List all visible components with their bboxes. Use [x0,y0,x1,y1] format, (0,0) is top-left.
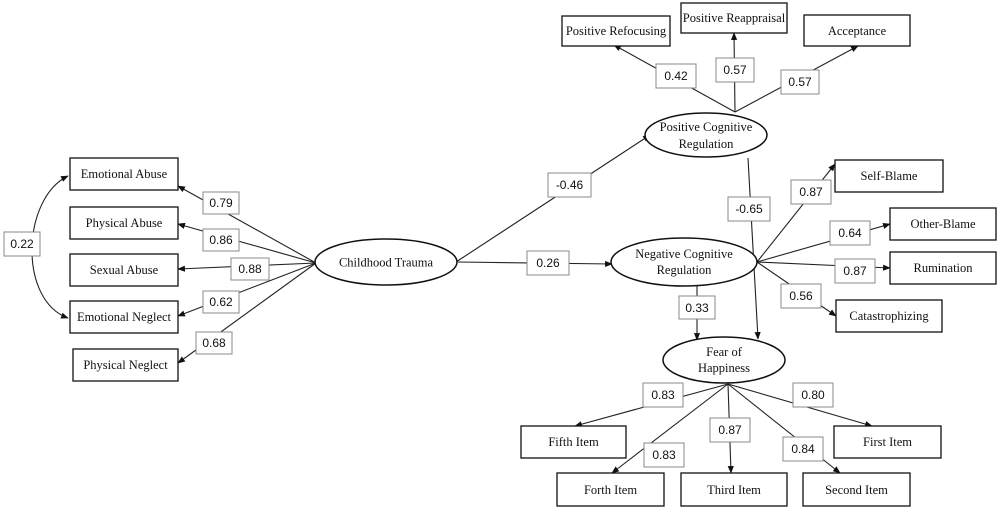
indicator-sexual-abuse-label: Sexual Abuse [90,263,159,277]
indicator-acceptance: Acceptance [803,14,911,47]
coef-first-item: 0.80 [792,382,834,408]
indicator-positive-reappraisal-label: Positive Reappraisal [683,11,786,25]
coef-positive-reappraisal: 0.57 [715,57,755,83]
coef-forth-item: 0.83 [643,442,685,468]
latent-negative-regulation-line2: Regulation [657,263,713,277]
path-positive-fear [747,157,761,340]
coef-acceptance-value: 0.57 [788,75,812,89]
coef-third-item-value: 0.87 [718,423,742,437]
coef-second-item-value: 0.84 [791,442,815,456]
coef-emotional-abuse: 0.79 [202,191,240,215]
indicator-first-item: First Item [833,425,942,459]
indicator-physical-neglect-label: Physical Neglect [83,358,168,372]
path-trauma-emotional-neglect [177,262,317,317]
indicator-positive-refocusing-label: Positive Refocusing [566,24,667,38]
indicator-emotional-neglect-label: Emotional Neglect [77,310,172,324]
indicator-second-item-label: Second Item [825,483,888,497]
indicator-positive-reappraisal: Positive Reappraisal [680,2,788,34]
coef-forth-item-value: 0.83 [652,448,676,462]
coef-catastrophizing-value: 0.56 [789,289,813,303]
indicator-rumination-label: Rumination [913,261,973,275]
coef-positive-fear-value: -0.65 [735,202,763,216]
coef-sexual-abuse: 0.88 [230,257,270,281]
indicator-third-item: Third Item [680,472,788,507]
latent-childhood-trauma-label: Childhood Trauma [339,256,434,270]
latent-positive-cognitive-regulation: Positive Cognitive Regulation [644,112,768,158]
paths [31,32,891,474]
coef-sexual-abuse-value: 0.88 [238,262,262,276]
coef-trauma-positive-value: -0.46 [556,178,584,192]
indicator-emotional-abuse: Emotional Abuse [69,157,179,191]
indicator-forth-item: Forth Item [556,472,665,507]
coef-fifth-item: 0.83 [642,382,684,408]
coef-emotional-neglect-value: 0.62 [209,295,233,309]
indicator-fifth-item-label: Fifth Item [548,435,599,449]
latent-fear-of-happiness: Fear of Happiness [662,336,786,384]
coef-positive-refocusing-value: 0.42 [664,69,688,83]
coef-trauma-negative-value: 0.26 [536,256,560,270]
indicator-third-item-label: Third Item [707,483,761,497]
coef-positive-reappraisal-value: 0.57 [723,63,747,77]
coef-catastrophizing: 0.56 [780,283,822,309]
indicator-physical-abuse-label: Physical Abuse [86,216,163,230]
indicator-self-blame-label: Self-Blame [861,169,918,183]
indicator-first-item-label: First Item [863,435,912,449]
coef-negative-fear-value: 0.33 [685,301,709,315]
indicator-second-item: Second Item [802,472,911,507]
indicator-positive-refocusing: Positive Refocusing [561,15,671,47]
coef-self-blame: 0.87 [790,179,832,205]
coef-physical-neglect-value: 0.68 [202,336,226,350]
coef-rumination: 0.87 [834,258,876,284]
latent-negative-regulation-line1: Negative Cognitive [635,247,733,261]
coef-physical-abuse: 0.86 [202,228,240,252]
indicator-physical-neglect: Physical Neglect [72,348,179,382]
latent-fear-line1: Fear of [706,345,743,359]
indicator-catastrophizing-label: Catastrophizing [849,309,929,323]
coef-physical-abuse-value: 0.86 [209,233,233,247]
indicator-emotional-neglect: Emotional Neglect [69,300,179,334]
latent-fear-line2: Happiness [698,361,750,375]
coef-other-blame: 0.64 [829,220,871,246]
coef-third-item: 0.87 [709,417,751,443]
indicator-rumination: Rumination [889,251,997,285]
indicator-other-blame-label: Other-Blame [910,217,975,231]
coef-positive-fear: -0.65 [727,196,771,222]
latent-childhood-trauma: Childhood Trauma [314,238,458,286]
path-fear-forth-item [611,383,729,474]
indicator-acceptance-label: Acceptance [828,24,887,38]
coef-rumination-value: 0.87 [843,264,867,278]
coef-acceptance: 0.57 [780,69,820,95]
indicator-emotional-abuse-label: Emotional Abuse [81,167,168,181]
coef-other-blame-value: 0.64 [838,226,862,240]
indicator-catastrophizing: Catastrophizing [835,299,943,333]
indicator-physical-abuse: Physical Abuse [69,206,179,240]
path-trauma-physical-abuse [177,222,317,264]
latent-positive-regulation-line2: Regulation [679,137,735,151]
coef-positive-refocusing: 0.42 [655,63,697,89]
coef-covariance-value: 0.22 [10,237,34,251]
indicator-fifth-item: Fifth Item [520,425,627,459]
coef-physical-neglect: 0.68 [195,331,233,355]
latent-negative-cognitive-regulation: Negative Cognitive Regulation [610,237,758,287]
coef-covariance: 0.22 [3,231,41,257]
coef-negative-fear: 0.33 [678,295,716,320]
coef-self-blame-value: 0.87 [799,185,823,199]
indicator-self-blame: Self-Blame [834,159,944,193]
coef-fifth-item-value: 0.83 [651,388,675,402]
latent-positive-regulation-line1: Positive Cognitive [660,120,753,134]
indicator-sexual-abuse: Sexual Abuse [69,253,179,287]
coef-emotional-abuse-value: 0.79 [209,196,233,210]
coef-second-item: 0.84 [782,436,824,462]
coef-emotional-neglect: 0.62 [202,290,240,314]
coef-trauma-negative: 0.26 [526,250,570,276]
coef-trauma-positive: -0.46 [547,172,592,198]
indicator-other-blame: Other-Blame [889,207,997,241]
path-trauma-emotional-abuse [177,185,317,264]
path-trauma-positive [455,134,651,263]
coef-first-item-value: 0.80 [801,388,825,402]
indicator-forth-item-label: Forth Item [584,483,637,497]
